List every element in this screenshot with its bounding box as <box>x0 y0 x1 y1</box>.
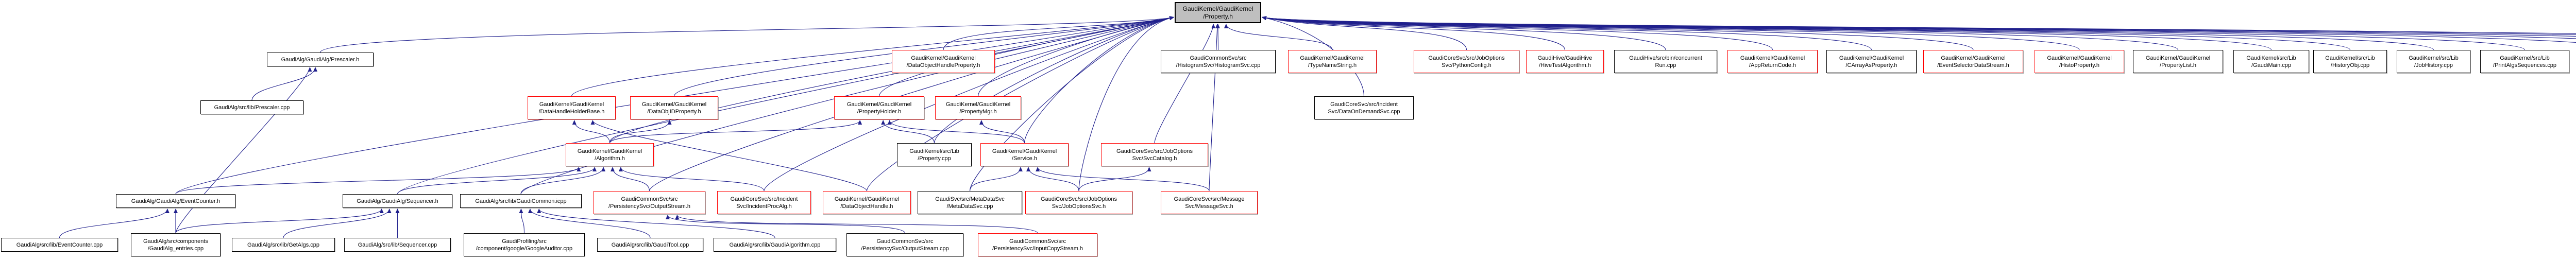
graph-node-appreturncode_h[interactable]: GaudiKernel/GaudiKernel /AppReturnCode.h <box>1727 50 1818 73</box>
graph-node-dataobjecthandle_h[interactable]: GaudiKernel/GaudiKernel /DataObjectHandl… <box>823 191 911 214</box>
edge-property_cpp-to-property_h <box>934 16 1174 144</box>
edge-svccatalog_h-to-property_h <box>1154 24 1216 144</box>
edge-gauditool_cpp-to-gaudicommon_icpp <box>528 208 651 238</box>
edge-algorithm_h-to-dataobjidproperty_h <box>609 120 672 144</box>
graph-node-dataobjidproperty_h[interactable]: GaudiKernel/GaudiKernel /DataObjIDProper… <box>630 96 718 119</box>
graph-node-typenamestring_h[interactable]: GaudiKernel/GaudiKernel /TypeNameString.… <box>1288 50 1377 73</box>
edge-outputstream_h-to-algorithm_h <box>611 167 650 192</box>
graph-node-property_h[interactable]: GaudiKernel/GaudiKernel /Property.h <box>1175 2 1261 23</box>
edge-gaudialgorithm_cpp-to-gaudicommon_icpp <box>537 208 775 238</box>
graph-node-sequencer_cpp[interactable]: GaudiAlg/src/lib/Sequencer.cpp <box>344 238 451 252</box>
graph-node-propertyholder_h[interactable]: GaudiKernel/GaudiKernel /PropertyHolder.… <box>834 96 924 119</box>
graph-node-service_h[interactable]: GaudiKernel/GaudiKernel /Service.h <box>980 143 1069 166</box>
edge-service_h-to-propertyholder_h <box>887 120 1025 144</box>
edge-inputcopystream_h-to-outputstream_h <box>675 215 1038 234</box>
edge-metadatasvc_cpp-to-property_h <box>969 16 1174 192</box>
graph-node-outputstream_h[interactable]: GaudiCommonSvc/src /PersistencySvc/Outpu… <box>594 191 705 214</box>
edge-algorithm_h-to-propertyholder_h <box>609 120 862 144</box>
graph-node-gauditool_cpp[interactable]: GaudiAlg/src/lib/GaudiTool.cpp <box>597 238 703 252</box>
graph-node-histoproperty_h[interactable]: GaudiKernel/GaudiKernel /HistoProperty.h <box>2035 50 2124 73</box>
edge-iocomponentmgr_cpp-to-property_h <box>1262 16 2576 43</box>
edge-gaudicommon_icpp-to-property_h <box>520 16 1174 195</box>
graph-node-historyobj_cpp[interactable]: GaudiKernel/src/Lib /HistoryObj.cpp <box>2313 50 2387 73</box>
edge-datahandleholderbase_h-to-property_h <box>571 16 1174 97</box>
graph-node-svccatalog_h[interactable]: GaudiCoreSvc/src/JobOptions Svc/SvcCatal… <box>1101 143 1208 166</box>
edge-sequencer_h-to-property_h <box>397 16 1174 195</box>
graph-node-gaudicommon_icpp[interactable]: GaudiAlg/src/lib/GaudiCommon.icpp <box>460 194 582 208</box>
edge-pythonconfig_h-to-property_h <box>1262 16 1467 50</box>
graph-node-printalgssequences_cpp[interactable]: GaudiKernel/src/Lib /PrintAlgsSequences.… <box>2480 50 2569 73</box>
graph-node-gaudialgorithm_cpp[interactable]: GaudiAlg/src/lib/GaudiAlgorithm.cpp <box>714 238 836 252</box>
graph-node-gaudimain_cpp[interactable]: GaudiKernel/src/Lib /GaudiMain.cpp <box>2233 50 2309 73</box>
edge-prescaler_h-to-property_h <box>319 16 1174 53</box>
edge-gaudimain_cpp-to-property_h <box>1262 16 2272 50</box>
graph-node-jobhistory_cpp[interactable]: GaudiKernel/src/Lib /JobHistory.cpp <box>2397 50 2470 73</box>
edge-getalgs_cpp-to-sequencer_h <box>283 208 392 238</box>
graph-node-getalgs_cpp[interactable]: GaudiAlg/src/lib/GetAlgs.cpp <box>232 238 335 252</box>
edge-algorithm_h-to-property_h <box>609 16 1174 144</box>
edge-algorithm_h-to-datahandleholderbase_h <box>572 120 611 144</box>
graph-node-gaudialg_entries_cpp[interactable]: GaudiAlg/src/components /GaudiAlg_entrie… <box>131 233 221 256</box>
edge-metadatasvc_cpp-to-service_h <box>969 167 1023 192</box>
edge-gaudialg_entries_cpp-to-prescaler_h <box>175 67 312 234</box>
graph-node-eventselectordatastream_h[interactable]: GaudiKernel/GaudiKernel /EventSelectorDa… <box>1923 50 2023 73</box>
edge-prescaler_cpp-to-prescaler_h <box>251 67 318 101</box>
edge-outputstream_cpp-to-outputstream_h <box>666 215 906 234</box>
edge-service_h-to-property_h <box>1024 16 1174 144</box>
edge-joboptionssvc_h-to-property_h <box>1078 16 1174 192</box>
edge-concurrentrun_cpp-to-property_h <box>1262 16 1666 50</box>
graph-node-eventcounter_h[interactable]: GaudiAlg/GaudiAlg/EventCounter.h <box>116 194 235 208</box>
edge-eventcounter_h-to-algorithm_h <box>175 167 581 195</box>
graph-node-pythonconfig_h[interactable]: GaudiCoreSvc/src/JobOptions Svc/PythonCo… <box>1414 50 1519 73</box>
edge-service_h-to-propertymgr_h <box>979 120 1025 144</box>
graph-node-dataondemandsvc_cpp[interactable]: GaudiCoreSvc/src/Incident Svc/DataOnDema… <box>1314 96 1414 119</box>
edge-property_cpp-to-propertyholder_h <box>881 120 935 144</box>
edge-googleauditor_cpp-to-gaudicommon_icpp <box>519 208 525 234</box>
edge-gaudialg_entries_cpp-to-sequencer_h <box>175 208 384 234</box>
edge-thistsvc_cpp-to-property_h <box>1262 16 2576 34</box>
graph-node-outputstream_cpp[interactable]: GaudiCommonSvc/src /PersistencySvc/Outpu… <box>846 233 963 256</box>
graph-node-googleauditor_cpp[interactable]: GaudiProfiling/src /component/google/Goo… <box>464 233 585 256</box>
edge-joboptionssvc_h-to-svccatalog_h <box>1078 167 1151 192</box>
edge-incidentprocalg_h-to-algorithm_h <box>618 167 765 192</box>
edge-dataobjecthandle_h-to-datahandleholderbase_h <box>590 120 868 192</box>
edge-typenamestring_h-to-property_h <box>1224 24 1333 50</box>
graph-node-dataobjecthandleproperty_h[interactable]: GaudiKernel/GaudiKernel /DataObjectHandl… <box>892 50 995 73</box>
graph-node-messagesvc_h[interactable]: GaudiCoreSvc/src/Message Svc/MessageSvc.… <box>1161 191 1258 214</box>
edge-tagcollectionsvc_cpp-to-property_h <box>1262 16 2576 35</box>
edge-helpers_cpp-to-property_h <box>1262 16 2576 39</box>
edge-ntuplesvc_cpp-to-property_h <box>1262 16 2576 37</box>
graph-node-propertymgr_h[interactable]: GaudiKernel/GaudiKernel /PropertyMgr.h <box>935 96 1021 119</box>
graph-node-property_cpp[interactable]: GaudiKernel/src/Lib /Property.cpp <box>897 143 972 166</box>
graph-node-carrayasproperty_h[interactable]: GaudiKernel/GaudiKernel /CArrayAsPropert… <box>1826 50 1917 73</box>
edge-gaudicommon_icpp-to-algorithm_h <box>520 167 606 195</box>
graph-node-joboptionssvc_h[interactable]: GaudiCoreSvc/src/JobOptions Svc/JobOptio… <box>1025 191 1132 214</box>
edge-group <box>59 16 2576 238</box>
edge-messagesvc_h-to-property_h <box>1209 24 1219 192</box>
graph-node-histogramsvc_cpp[interactable]: GaudiCommonSvc/src /HistogramSvc/Histogr… <box>1161 50 1276 73</box>
graph-node-sequencer_h[interactable]: GaudiAlg/GaudiAlg/Sequencer.h <box>343 194 452 208</box>
edge-eventcounter_cpp-to-eventcounter_h <box>59 208 170 238</box>
graph-node-hivetestalgorithm_h[interactable]: GaudiHive/GaudiHive /HiveTestAlgorithm.h <box>1526 50 1604 73</box>
graph-node-metadatasvc_cpp[interactable]: GaudiSvc/src/MetaDataSvc /MetaDataSvc.cp… <box>918 191 1022 214</box>
graph-node-datahandleholderbase_h[interactable]: GaudiKernel/GaudiKernel /DataHandleHolde… <box>528 96 616 119</box>
edge-messagesvc_h-to-service_h <box>1036 167 1210 192</box>
edge-appreturncode_h-to-property_h <box>1262 16 1773 50</box>
graph-node-propertylist_h[interactable]: GaudiKernel/GaudiKernel /PropertyList.h <box>2133 50 2223 73</box>
graph-node-concurrentrun_cpp[interactable]: GaudiHive/src/bin/concurrent Run.cpp <box>1614 50 1717 73</box>
graph-node-algorithm_h[interactable]: GaudiKernel/GaudiKernel /Algorithm.h <box>566 143 654 166</box>
edge-sequencer_h-to-algorithm_h <box>397 167 597 195</box>
edge-hivetestalgorithm_h-to-property_h <box>1262 16 1566 50</box>
graph-node-incidentprocalg_h[interactable]: GaudiCoreSvc/src/Incident Svc/IncidentPr… <box>717 191 811 214</box>
edge-joboptionssvc_h-to-service_h <box>1026 167 1079 192</box>
edge-jobhistory_cpp-to-property_h <box>1262 16 2434 50</box>
graph-node-prescaler_h[interactable]: GaudiAlg/GaudiAlg/Prescaler.h <box>267 53 374 66</box>
graph-node-inputcopystream_h[interactable]: GaudiCommonSvc/src /PersistencySvc/Input… <box>978 233 1097 256</box>
graph-node-prescaler_cpp[interactable]: GaudiAlg/src/lib/Prescaler.cpp <box>200 100 303 114</box>
graph-node-eventcounter_cpp[interactable]: GaudiAlg/src/lib/EventCounter.cpp <box>1 238 118 252</box>
